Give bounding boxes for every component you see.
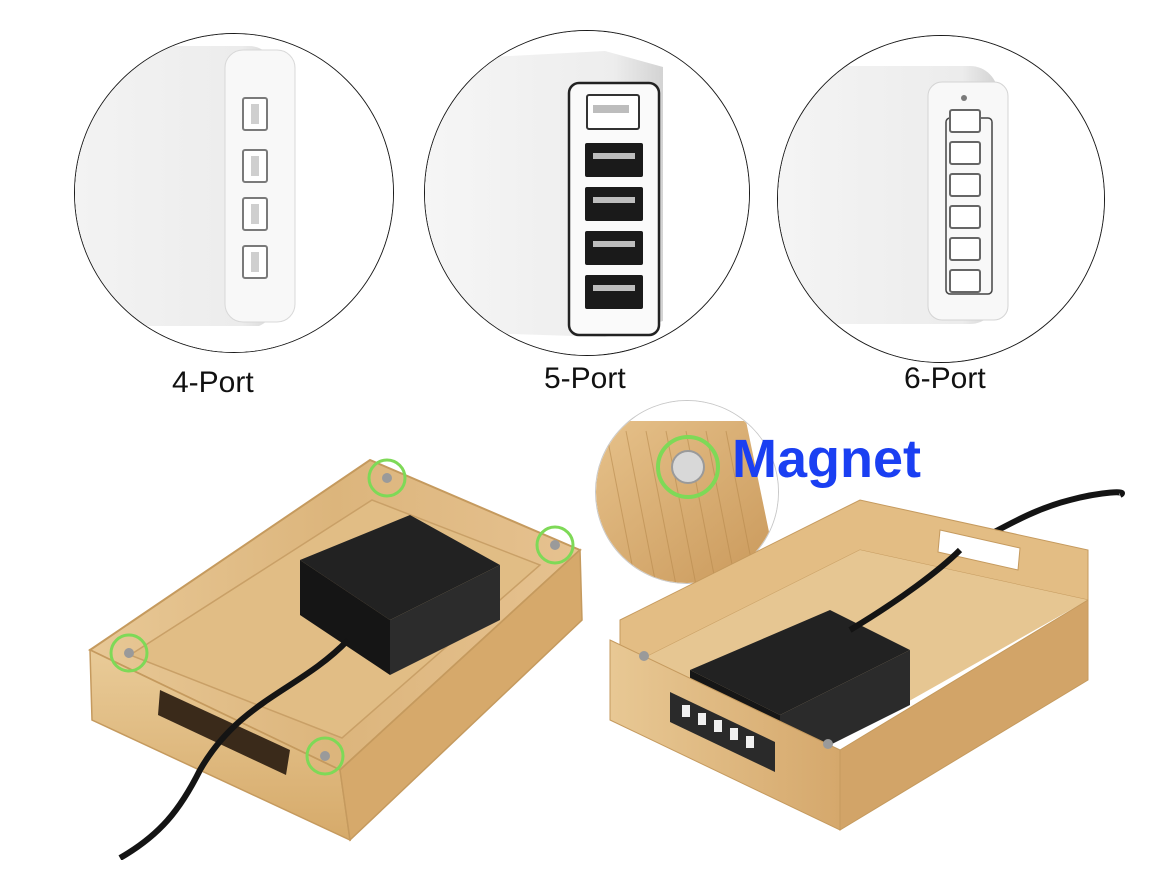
four-port-caption: 4-Port [172, 366, 254, 399]
magnet-closeup-illustration [596, 401, 778, 583]
six-port-caption: 6-Port [904, 362, 986, 395]
five-port-charger-closeup [424, 30, 750, 356]
six-port-charger-closeup [777, 35, 1105, 363]
magnet-label: Magnet [732, 429, 921, 489]
five-port-caption: 5-Port [544, 362, 626, 395]
six-port-charger-illustration [778, 36, 1104, 362]
bamboo-box-side-view-photo [609, 489, 1125, 831]
bamboo-box-top-view-photo [87, 458, 583, 860]
magnet-closeup [595, 400, 779, 584]
five-port-charger-illustration [425, 31, 749, 355]
four-port-charger-illustration [75, 34, 393, 352]
four-port-charger-closeup [74, 33, 394, 353]
